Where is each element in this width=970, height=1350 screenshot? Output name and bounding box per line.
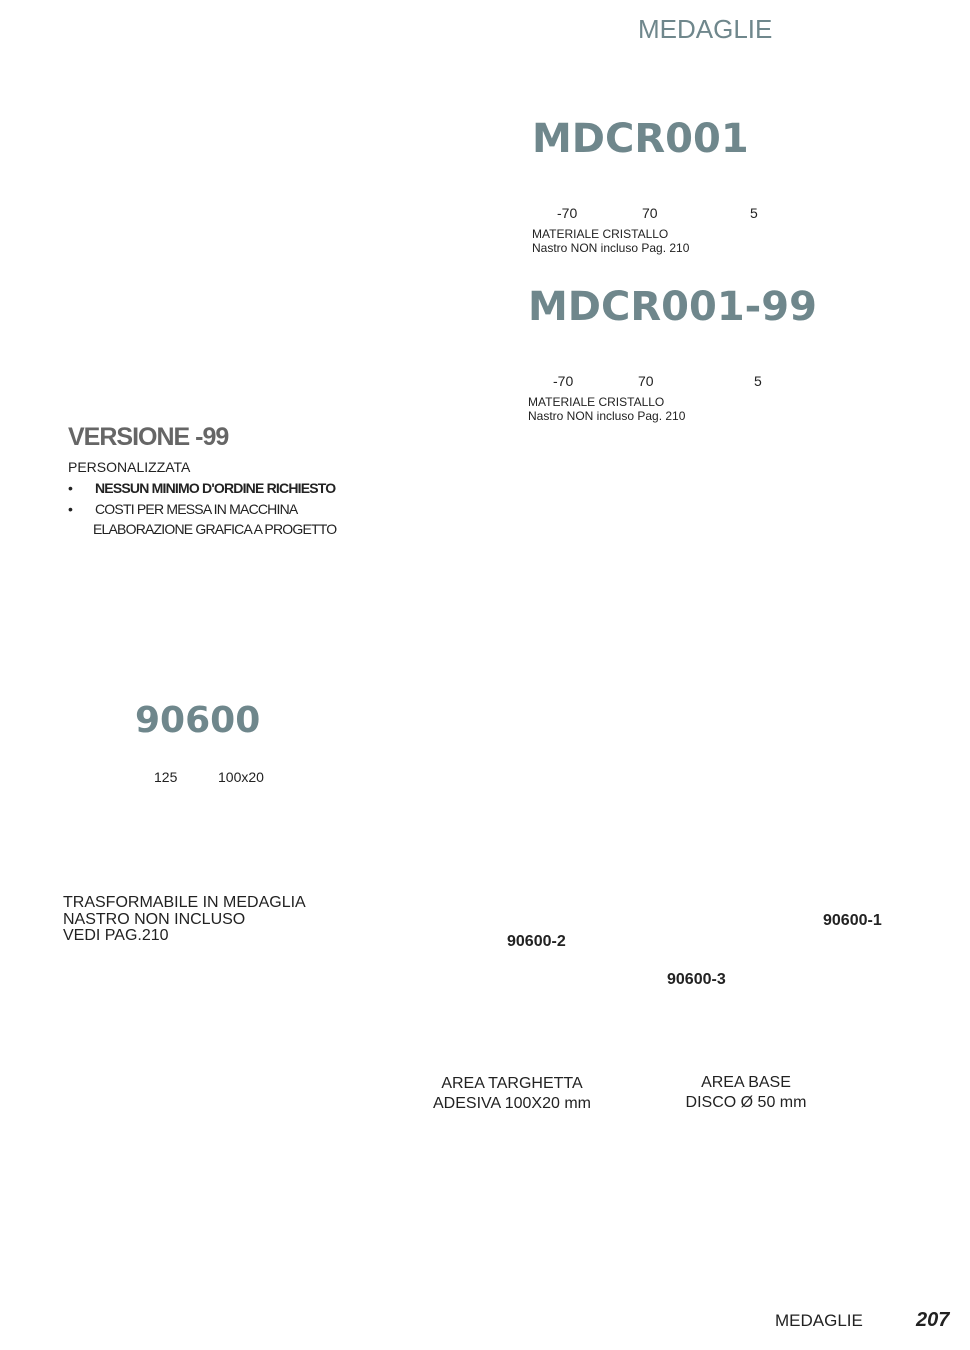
plaque-dim-1: 125	[154, 769, 178, 785]
dim-3: 5	[754, 373, 762, 389]
plaque-note-line: NASTRO NON INCLUSO	[63, 911, 246, 928]
area-base-line: DISCO Ø 50 mm	[685, 1094, 807, 1111]
variant-label: 90600-2	[507, 933, 566, 950]
variant-label: 90600-1	[823, 912, 882, 929]
plaque-code: 90600	[135, 700, 261, 741]
bullet-extra: ELABORAZIONE GRAFICA A PROGETTO	[93, 521, 337, 537]
note: Nastro NON incluso Pag. 210	[528, 409, 686, 423]
dim-2: 70	[638, 373, 654, 389]
version-title: VERSIONE -99	[68, 423, 229, 451]
area-plate-line: AREA TARGHETTA	[441, 1075, 583, 1092]
header-title: MEDAGLIE	[638, 14, 773, 44]
material: MATERIALE CRISTALLO	[532, 227, 669, 241]
version-subtitle: PERSONALIZZATA	[68, 459, 191, 475]
note: Nastro NON incluso Pag. 210	[532, 241, 690, 255]
area-plate-line: ADESIVA 100X20 mm	[433, 1095, 591, 1112]
bullet-item: COSTI PER MESSA IN MACCHINA	[95, 501, 298, 517]
bullet-item: NESSUN MINIMO D'ORDINE RICHIESTO	[95, 480, 336, 496]
area-plate: AREA TARGHETTA ADESIVA 100X20 mm	[426, 1074, 598, 1114]
dim-3: 5	[750, 205, 758, 221]
area-base-line: AREA BASE	[701, 1074, 791, 1091]
area-base: AREA BASE DISCO Ø 50 mm	[676, 1073, 816, 1113]
bullet-dot: •	[68, 480, 73, 496]
variant-label: 90600-3	[667, 971, 726, 988]
dim-1: -70	[557, 205, 578, 221]
plaque-note-line: VEDI PAG.210	[63, 927, 169, 944]
plaque-note-line: TRASFORMABILE IN MEDAGLIA	[63, 894, 306, 911]
product-code: MDCR001-99	[528, 284, 817, 330]
page-number: 207	[916, 1309, 950, 1331]
dim-1: -70	[553, 373, 574, 389]
bullet-dot: •	[68, 501, 73, 517]
product-code: MDCR001	[532, 116, 749, 162]
plaque-dim-2: 100x20	[218, 769, 264, 785]
footer-section: MEDAGLIE	[775, 1311, 863, 1330]
dim-2: 70	[642, 205, 658, 221]
material: MATERIALE CRISTALLO	[528, 395, 665, 409]
